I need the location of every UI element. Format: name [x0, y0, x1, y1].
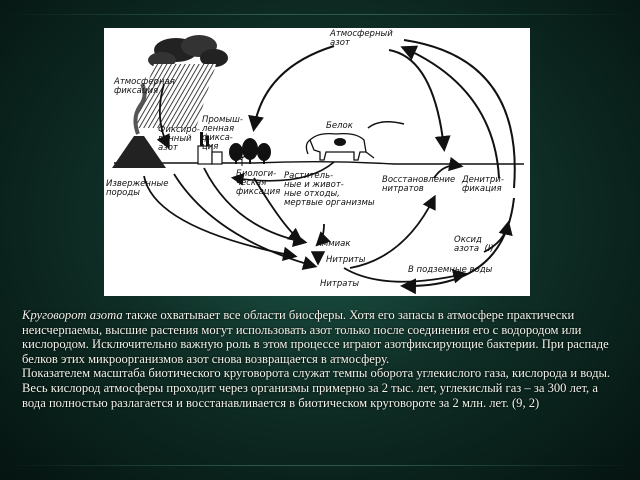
frame-line-bottom [0, 465, 640, 466]
label-ammonia: Аммиак [316, 239, 351, 249]
label-fixed-nitrogen: Фиксиро- ванный азот [158, 125, 200, 153]
trees-icon [229, 138, 271, 164]
ground-line [114, 161, 524, 165]
label-atmospheric-nitrogen: Атмосферный азот [330, 29, 393, 48]
volcano-icon [112, 83, 166, 168]
caption-term: Круговорот азота [22, 308, 123, 322]
nitrogen-cycle-diagram: Атмосферный азот Атмосферная фиксация Пр… [104, 28, 530, 296]
label-nitrates: Нитраты [320, 279, 360, 289]
cloud-icon [148, 35, 228, 68]
plant-icon [233, 154, 251, 166]
caption-paragraph-1-text: также охватывает все области биосферы. Х… [22, 308, 609, 366]
label-industrial-fixation: Промыш- ленная фикса- ция [202, 115, 243, 152]
label-plant-animal-waste: Раститель- ные и живот- ные отходы, мерт… [284, 171, 375, 208]
label-protein: Белок [326, 121, 353, 131]
frame-line-top [0, 14, 640, 15]
caption-paragraph-2: Показателем масштаба биотического кругов… [22, 366, 611, 410]
cow-icon [305, 132, 375, 161]
label-nitric-oxide: Оксид азота (I) [454, 235, 494, 254]
label-atmospheric-fixation: Атмосферная фиксация [114, 77, 175, 96]
label-groundwater: В подземные воды [408, 265, 493, 275]
label-denitrification: Денитри- фикация [462, 175, 504, 194]
caption-paragraph-1: Круговорот азота также охватывает все об… [22, 308, 618, 366]
caption-text: Круговорот азота также охватывает все об… [22, 308, 618, 410]
label-biological-fixation: Биологи- ческая фиксация [236, 169, 281, 197]
label-nitrate-reduction: Восстановление нитратов [382, 175, 456, 194]
rain-icon [134, 64, 216, 128]
label-igneous-rocks: Изверженные породы [106, 179, 169, 198]
label-nitrites: Нитриты [326, 255, 366, 265]
factory-icon [197, 132, 223, 165]
diagram-graphics [112, 35, 524, 295]
